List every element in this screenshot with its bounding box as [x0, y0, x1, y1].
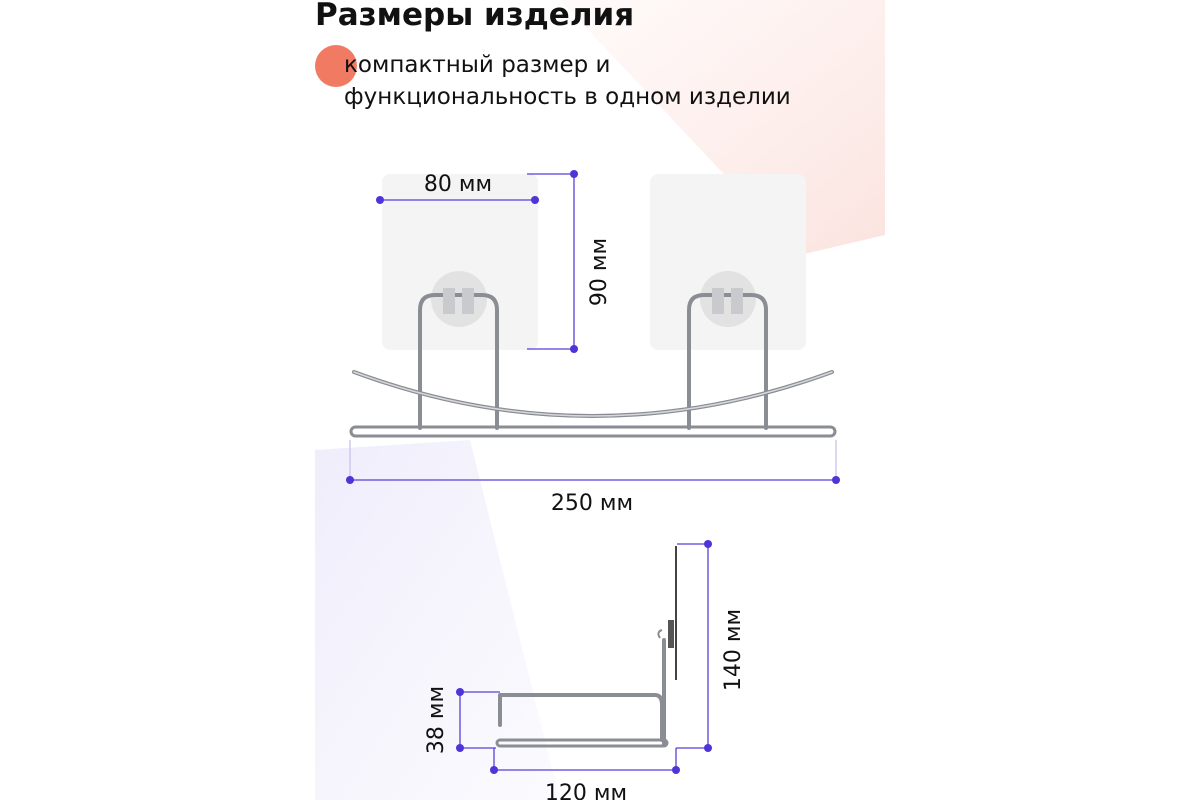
hook-disc-right [700, 271, 756, 327]
side-wire-frame [495, 546, 677, 748]
accent-dot [315, 45, 357, 87]
page-title: Размеры изделия [315, 0, 634, 33]
front-view: 80 мм 90 мм 250 мм [346, 170, 840, 516]
dimension-basket-height: 38 мм [424, 686, 500, 754]
basket-height-label: 38 мм [424, 686, 449, 754]
shelf-wire-frame [349, 288, 837, 438]
dimension-total-width: 250 мм [346, 440, 840, 516]
subtitle-line-2: функциональность в одном изделии [344, 84, 791, 110]
dimension-total-height: 140 мм [676, 540, 746, 752]
dimension-pad-width: 80 мм [376, 172, 539, 204]
hook-disc-left [431, 271, 487, 327]
total-height-label: 140 мм [721, 609, 746, 691]
subtitle-line-1: компактный размер и [344, 52, 610, 78]
depth-label: 120 мм [545, 781, 627, 800]
dimension-depth: 120 мм [490, 748, 680, 800]
pad-width-label: 80 мм [424, 172, 492, 197]
total-width-label: 250 мм [551, 491, 633, 516]
pad-height-label: 90 мм [587, 238, 612, 306]
dimension-pad-height: 90 мм [527, 170, 612, 353]
side-view: 140 мм 38 мм 120 мм [424, 540, 746, 800]
